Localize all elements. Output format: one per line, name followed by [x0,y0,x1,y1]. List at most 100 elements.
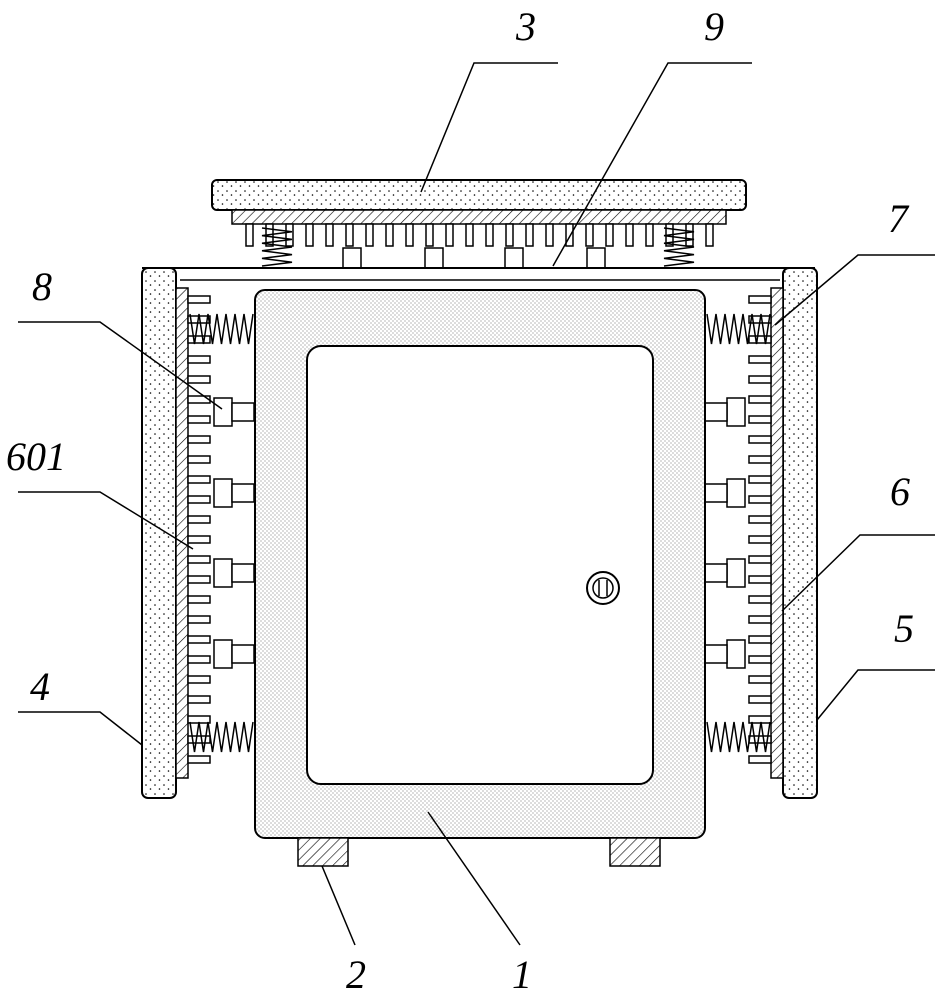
top-comb-tooth [505,223,514,247]
top-comb-tooth [365,223,374,247]
right-comb-tooth [748,655,772,664]
top-buffer-block [342,247,362,269]
left-comb-tooth [187,295,211,304]
top-comb-tooth [465,223,474,247]
right-comb-tooth [748,515,772,524]
left-comb-tooth [187,735,211,744]
label-2: 2 [346,952,366,997]
left-buffer-block [213,397,233,427]
left-comb-tooth [187,555,211,564]
top-comb-tooth [645,223,654,247]
left-comb-tooth [187,435,211,444]
left-comb-tooth [187,455,211,464]
left-buffer-block [213,639,233,669]
top-plate [211,179,747,211]
right-side-plate [782,267,818,799]
top-inner-hatch [231,209,727,225]
left-buffer-stem [231,402,255,422]
top-spring-icon [261,227,293,267]
top-comb-tooth [405,223,414,247]
top-comb-tooth [305,223,314,247]
right-buffer-stem [704,402,728,422]
top-comb-tooth [285,223,294,247]
top-comb-tooth [445,223,454,247]
top-comb-tooth [585,223,594,247]
right-comb-tooth [748,695,772,704]
left-comb-tooth [187,495,211,504]
top-spring-icon [663,227,695,267]
label-3: 3 [515,4,536,49]
right-comb-teeth [748,295,772,764]
label-9: 9 [704,4,724,49]
left-spring-icon [189,313,254,345]
left-comb-teeth [187,295,211,764]
right-buffer-block [726,397,746,427]
top-comb-tooth [385,223,394,247]
left-comb-tooth [187,535,211,544]
left-comb-tooth [187,475,211,484]
left-comb-tooth [187,575,211,584]
left-spring-icon [189,721,254,753]
label-8: 8 [32,264,52,309]
left-comb-tooth [187,655,211,664]
right-comb-tooth [748,435,772,444]
top-comb-tooth [525,223,534,247]
left-comb-tooth [187,415,211,424]
right-buffer-blocks [704,397,746,669]
left-buffer-blocks [213,397,255,669]
left-buffer-stem [231,644,255,664]
right-comb-tooth [748,555,772,564]
left-foot [297,837,349,867]
left-buffer-stem [231,483,255,503]
top-comb-tooth [545,223,554,247]
top-comb-tooth [625,223,634,247]
top-comb-tooth [325,223,334,247]
right-buffer-block [726,558,746,588]
top-buffer-block [586,247,606,269]
top-buffer-block [424,247,444,269]
left-comb-tooth [187,695,211,704]
right-comb-tooth [748,395,772,404]
top-comb-tooth [345,223,354,247]
right-comb-tooth [748,475,772,484]
left-comb-tooth [187,615,211,624]
right-comb-tooth [748,295,772,304]
right-inner-plate [770,287,784,779]
left-comb-tooth [187,755,211,764]
left-comb-tooth [187,355,211,364]
right-comb-tooth [748,635,772,644]
left-side-plate [141,267,177,799]
top-comb-tooth [605,223,614,247]
top-comb-tooth [245,223,254,247]
right-comb-tooth [748,595,772,604]
right-foot [609,837,661,867]
top-comb-tooth [565,223,574,247]
left-comb-tooth [187,595,211,604]
right-buffer-stem [704,644,728,664]
left-buffer-stem [231,563,255,583]
top-buffer-blocks [342,247,606,269]
right-comb-tooth [748,535,772,544]
right-buffer-block [726,639,746,669]
left-comb-tooth [187,675,211,684]
right-buffer-stem [704,483,728,503]
right-comb-tooth [748,335,772,344]
left-comb-tooth [187,395,211,404]
right-comb-tooth [748,415,772,424]
right-comb-tooth [748,355,772,364]
right-comb-tooth [748,575,772,584]
right-comb-tooth [748,375,772,384]
top-comb-tooth [425,223,434,247]
top-comb-tooth [705,223,714,247]
right-comb-tooth [748,495,772,504]
label-601: 601 [6,434,66,479]
label-1: 1 [512,952,532,997]
left-comb-tooth [187,335,211,344]
left-buffer-block [213,478,233,508]
label-5: 5 [894,606,914,651]
cabinet-door [306,345,654,785]
right-comb-tooth [748,755,772,764]
top-comb-tooth [485,223,494,247]
